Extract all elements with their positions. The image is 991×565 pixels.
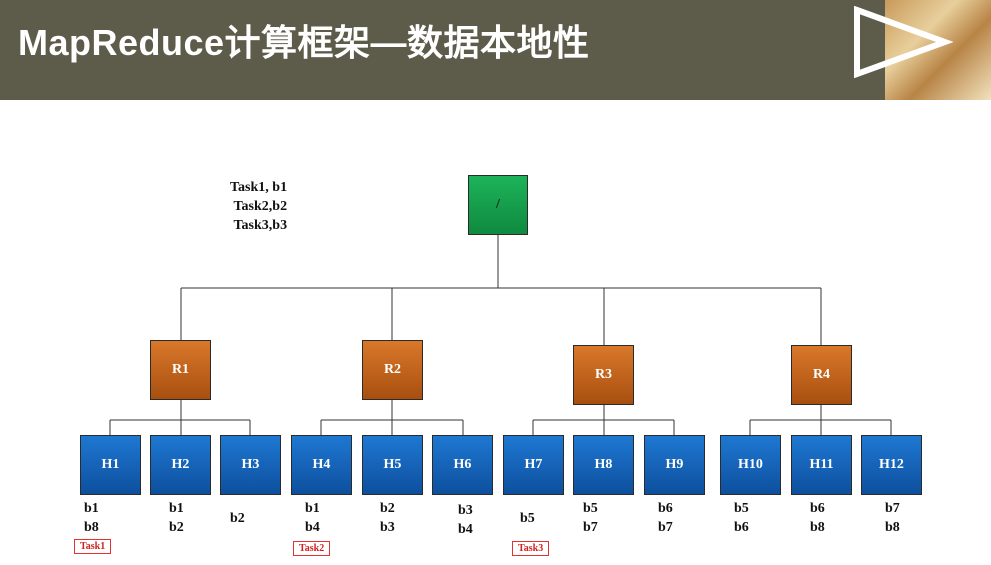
- task-tag-task1: Task1: [74, 539, 112, 554]
- host-node-h11: H11: [791, 435, 852, 495]
- host-blocks-h9: b6 b7: [658, 501, 673, 535]
- host-node-h8: H8: [573, 435, 634, 495]
- rack-node-r1: R1: [150, 340, 211, 400]
- host-node-h2: H2: [150, 435, 211, 495]
- slide-title: MapReduce计算框架—数据本地性: [18, 22, 590, 63]
- task-list: Task1, b1 Task2,b2 Task3,b3: [230, 178, 287, 235]
- host-node-h5: H5: [362, 435, 423, 495]
- rack-node-r4: R4: [791, 345, 852, 405]
- host-node-h9: H9: [644, 435, 705, 495]
- task-line: Task2,b2: [233, 199, 288, 214]
- task-tag-task3: Task3: [512, 541, 550, 556]
- host-node-h4: H4: [291, 435, 352, 495]
- host-blocks-h1: b1 b8: [84, 501, 99, 535]
- root-node: /: [468, 175, 528, 235]
- host-node-h12: H12: [861, 435, 922, 495]
- host-blocks-h5: b2 b3: [380, 501, 395, 535]
- host-node-h1: H1: [80, 435, 141, 495]
- task-tag-task2: Task2: [293, 541, 331, 556]
- host-node-h6: H6: [432, 435, 493, 495]
- host-blocks-h10: b5 b6: [734, 501, 749, 535]
- rack-node-r2: R2: [362, 340, 423, 400]
- host-blocks-h7: b5: [520, 511, 535, 526]
- host-node-h7: H7: [503, 435, 564, 495]
- host-blocks-h2: b1 b2: [169, 501, 184, 535]
- slide-header: MapReduce计算框架—数据本地性: [0, 0, 991, 100]
- host-blocks-h6: b3 b4: [458, 503, 473, 537]
- host-blocks-h12: b7 b8: [885, 501, 900, 535]
- rack-node-r3: R3: [573, 345, 634, 405]
- host-blocks-h11: b6 b8: [810, 501, 825, 535]
- host-node-h3: H3: [220, 435, 281, 495]
- host-blocks-h3: b2: [230, 511, 245, 526]
- host-node-h10: H10: [720, 435, 781, 495]
- header-decoration: [854, 0, 991, 100]
- play-arrow-icon: [854, 6, 953, 78]
- task-line: Task3,b3: [233, 218, 288, 233]
- task-line: Task1, b1: [230, 180, 288, 195]
- host-blocks-h8: b5 b7: [583, 501, 598, 535]
- host-blocks-h4: b1 b4: [305, 501, 320, 535]
